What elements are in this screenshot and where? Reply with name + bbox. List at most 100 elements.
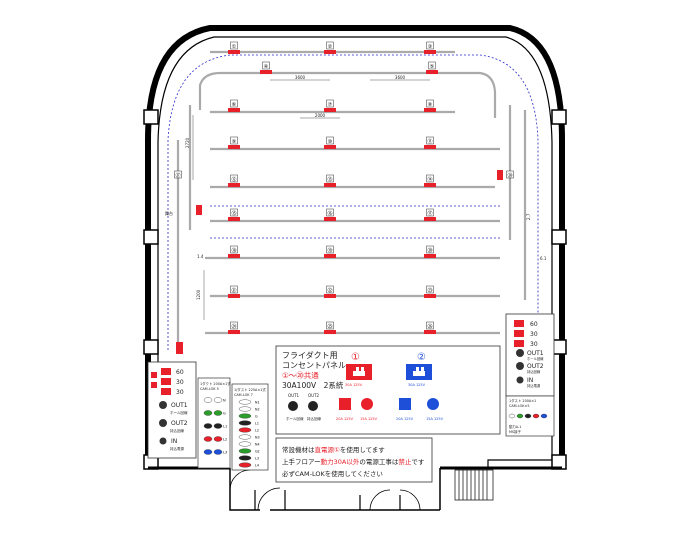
batten-outlet (424, 217, 436, 221)
camlok-connector (203, 423, 213, 429)
camlok-row-label: L4 (255, 464, 259, 468)
dim-3600b: 3600 (395, 75, 406, 80)
batten-number: ㉒ (327, 287, 332, 294)
left-in-sub: 持込電源 (170, 446, 184, 451)
dimension-lines: 3600 3600 2000 2720 1200 舞台 1.4 2.7 6.1 (165, 75, 547, 320)
building-walls (143, 25, 567, 511)
batten-number-box (426, 208, 434, 217)
batten-number: ㉓ (427, 287, 432, 294)
center-out2-sub: 持込回線 (307, 416, 321, 421)
circuit-1-label: 30A 125V (345, 383, 363, 387)
batten-outlet (324, 145, 336, 149)
batten-number-box (326, 41, 334, 50)
right-breaker-sub: MS接子 (509, 429, 521, 434)
batten-number: ㉔ (231, 323, 236, 330)
camlok-connector (238, 455, 252, 461)
right-power-panel: 60 30 30 OUT1 ホール回線 OUT2 持込回線 IN 持込電源 (505, 313, 555, 397)
camlok-row-label: L3 (223, 451, 227, 455)
camlok-panel-2: 1/ダスト 225A×1式 CAM-LOK 7 N1N2GL1L2N3N4G2L… (231, 383, 269, 471)
socket-20a-blue (399, 398, 411, 410)
batten-number: ⑰ (427, 210, 432, 217)
batten-number-box (230, 285, 238, 294)
batten-outlet (228, 254, 240, 258)
center-title-1: フライダクト用 (282, 350, 338, 360)
camlok-connector (238, 441, 252, 447)
right-camlok-panel: 1ダスト 200A×1 CAM-LOK×5 動力A-1 MS接子 (505, 395, 555, 437)
batten-outlet (324, 217, 336, 221)
batten-outlet (424, 50, 436, 54)
camlok-connector (203, 436, 213, 442)
center-out1: OUT1 (288, 393, 300, 398)
camlok-connector (524, 413, 532, 419)
camlok-connector (238, 427, 252, 433)
camlok-connector (238, 413, 252, 419)
camlok-row-label: L2 (255, 429, 259, 433)
batten-outlet (228, 330, 240, 334)
left-in: IN (171, 438, 177, 445)
batten-number-box (262, 61, 270, 70)
right-in: IN (527, 377, 533, 384)
camlok-connector (508, 413, 516, 419)
left-wall-outlet (196, 205, 202, 215)
socket-label-1: 20A 125V (336, 417, 354, 421)
batten-number-box (326, 174, 334, 183)
batten-outlet (426, 70, 438, 74)
batten-number-box (174, 170, 182, 179)
batten-outlet (424, 330, 436, 334)
batten-number: ⑳ (427, 247, 432, 254)
batten-number: ⑱ (231, 247, 236, 254)
left-label-30a: 30 (176, 379, 184, 386)
batten-number: ⑮ (231, 210, 236, 217)
batten-number: ㉑ (231, 287, 236, 294)
batten-number-box (230, 99, 238, 108)
right-cam-sub: CAM-LOK×5 (509, 404, 530, 408)
camlok-row-label: L1 (255, 422, 259, 426)
camlok-connector (540, 413, 548, 419)
batten-outlet (324, 330, 336, 334)
batten-number-box (230, 208, 238, 217)
camlok-row-label: G (223, 412, 226, 416)
batten-number-box (428, 61, 436, 70)
out1-jack (288, 401, 298, 411)
cam1-subtitle: CAM-LOK 5 (200, 387, 219, 391)
batten-number: ⑫ (231, 176, 236, 183)
left-power-panel: 60 30 30 OUT1 ホール回線 OUT2 持込回線 IN 持込電源 (147, 361, 197, 459)
out2-jack (308, 401, 318, 411)
batten-number: ⑯ (327, 210, 332, 217)
center-title-2: コンセントパネル (282, 361, 346, 370)
cam1-title: 1ダクト 200A×1式 (200, 381, 231, 386)
right-out2-sub: 持込回線 (527, 369, 541, 374)
batten-number-box (426, 321, 434, 330)
dim-v1200: 1200 (196, 289, 201, 300)
left-out2-sub: 持込回線 (170, 428, 184, 433)
batten-outlet (324, 108, 336, 112)
batten-outlet (424, 294, 436, 298)
camlok-connector (238, 448, 252, 454)
camlok-connector (213, 423, 223, 429)
right-out1-sub: ホール回線 (527, 356, 544, 361)
batten-number: ⑦ (328, 102, 333, 108)
batten-number: ㉗ (175, 172, 180, 179)
batten-number-box (326, 285, 334, 294)
socket-label-3: 20A 125V (396, 417, 414, 421)
batten-outlet (424, 183, 436, 187)
center-subtitle: ①～⑳共通 (282, 370, 319, 380)
left-wall-outlet (176, 342, 183, 354)
socket-label-2: 15A 125V (360, 417, 378, 421)
right-label-60: 60 (530, 321, 538, 328)
batten-number: ⑩ (328, 139, 333, 145)
batten-number: ⑪ (427, 138, 432, 145)
batten-number-box (230, 321, 238, 330)
batten-number: ⑲ (327, 247, 332, 254)
right-breaker-note: 動力A-1 (509, 424, 521, 429)
batten-pipes (176, 50, 527, 345)
camlok-connector (213, 410, 223, 416)
right-in-sub: 持込電源 (527, 383, 541, 388)
batten-outlet (260, 70, 272, 74)
batten-number-box (326, 136, 334, 145)
right-cam-title: 1ダスト 200A×1 (509, 398, 536, 403)
batten-number: ⑭ (427, 176, 432, 183)
camlok-row-label: N1 (255, 401, 260, 405)
right-label-30b: 30 (530, 341, 538, 348)
batten-number-box (426, 245, 434, 254)
